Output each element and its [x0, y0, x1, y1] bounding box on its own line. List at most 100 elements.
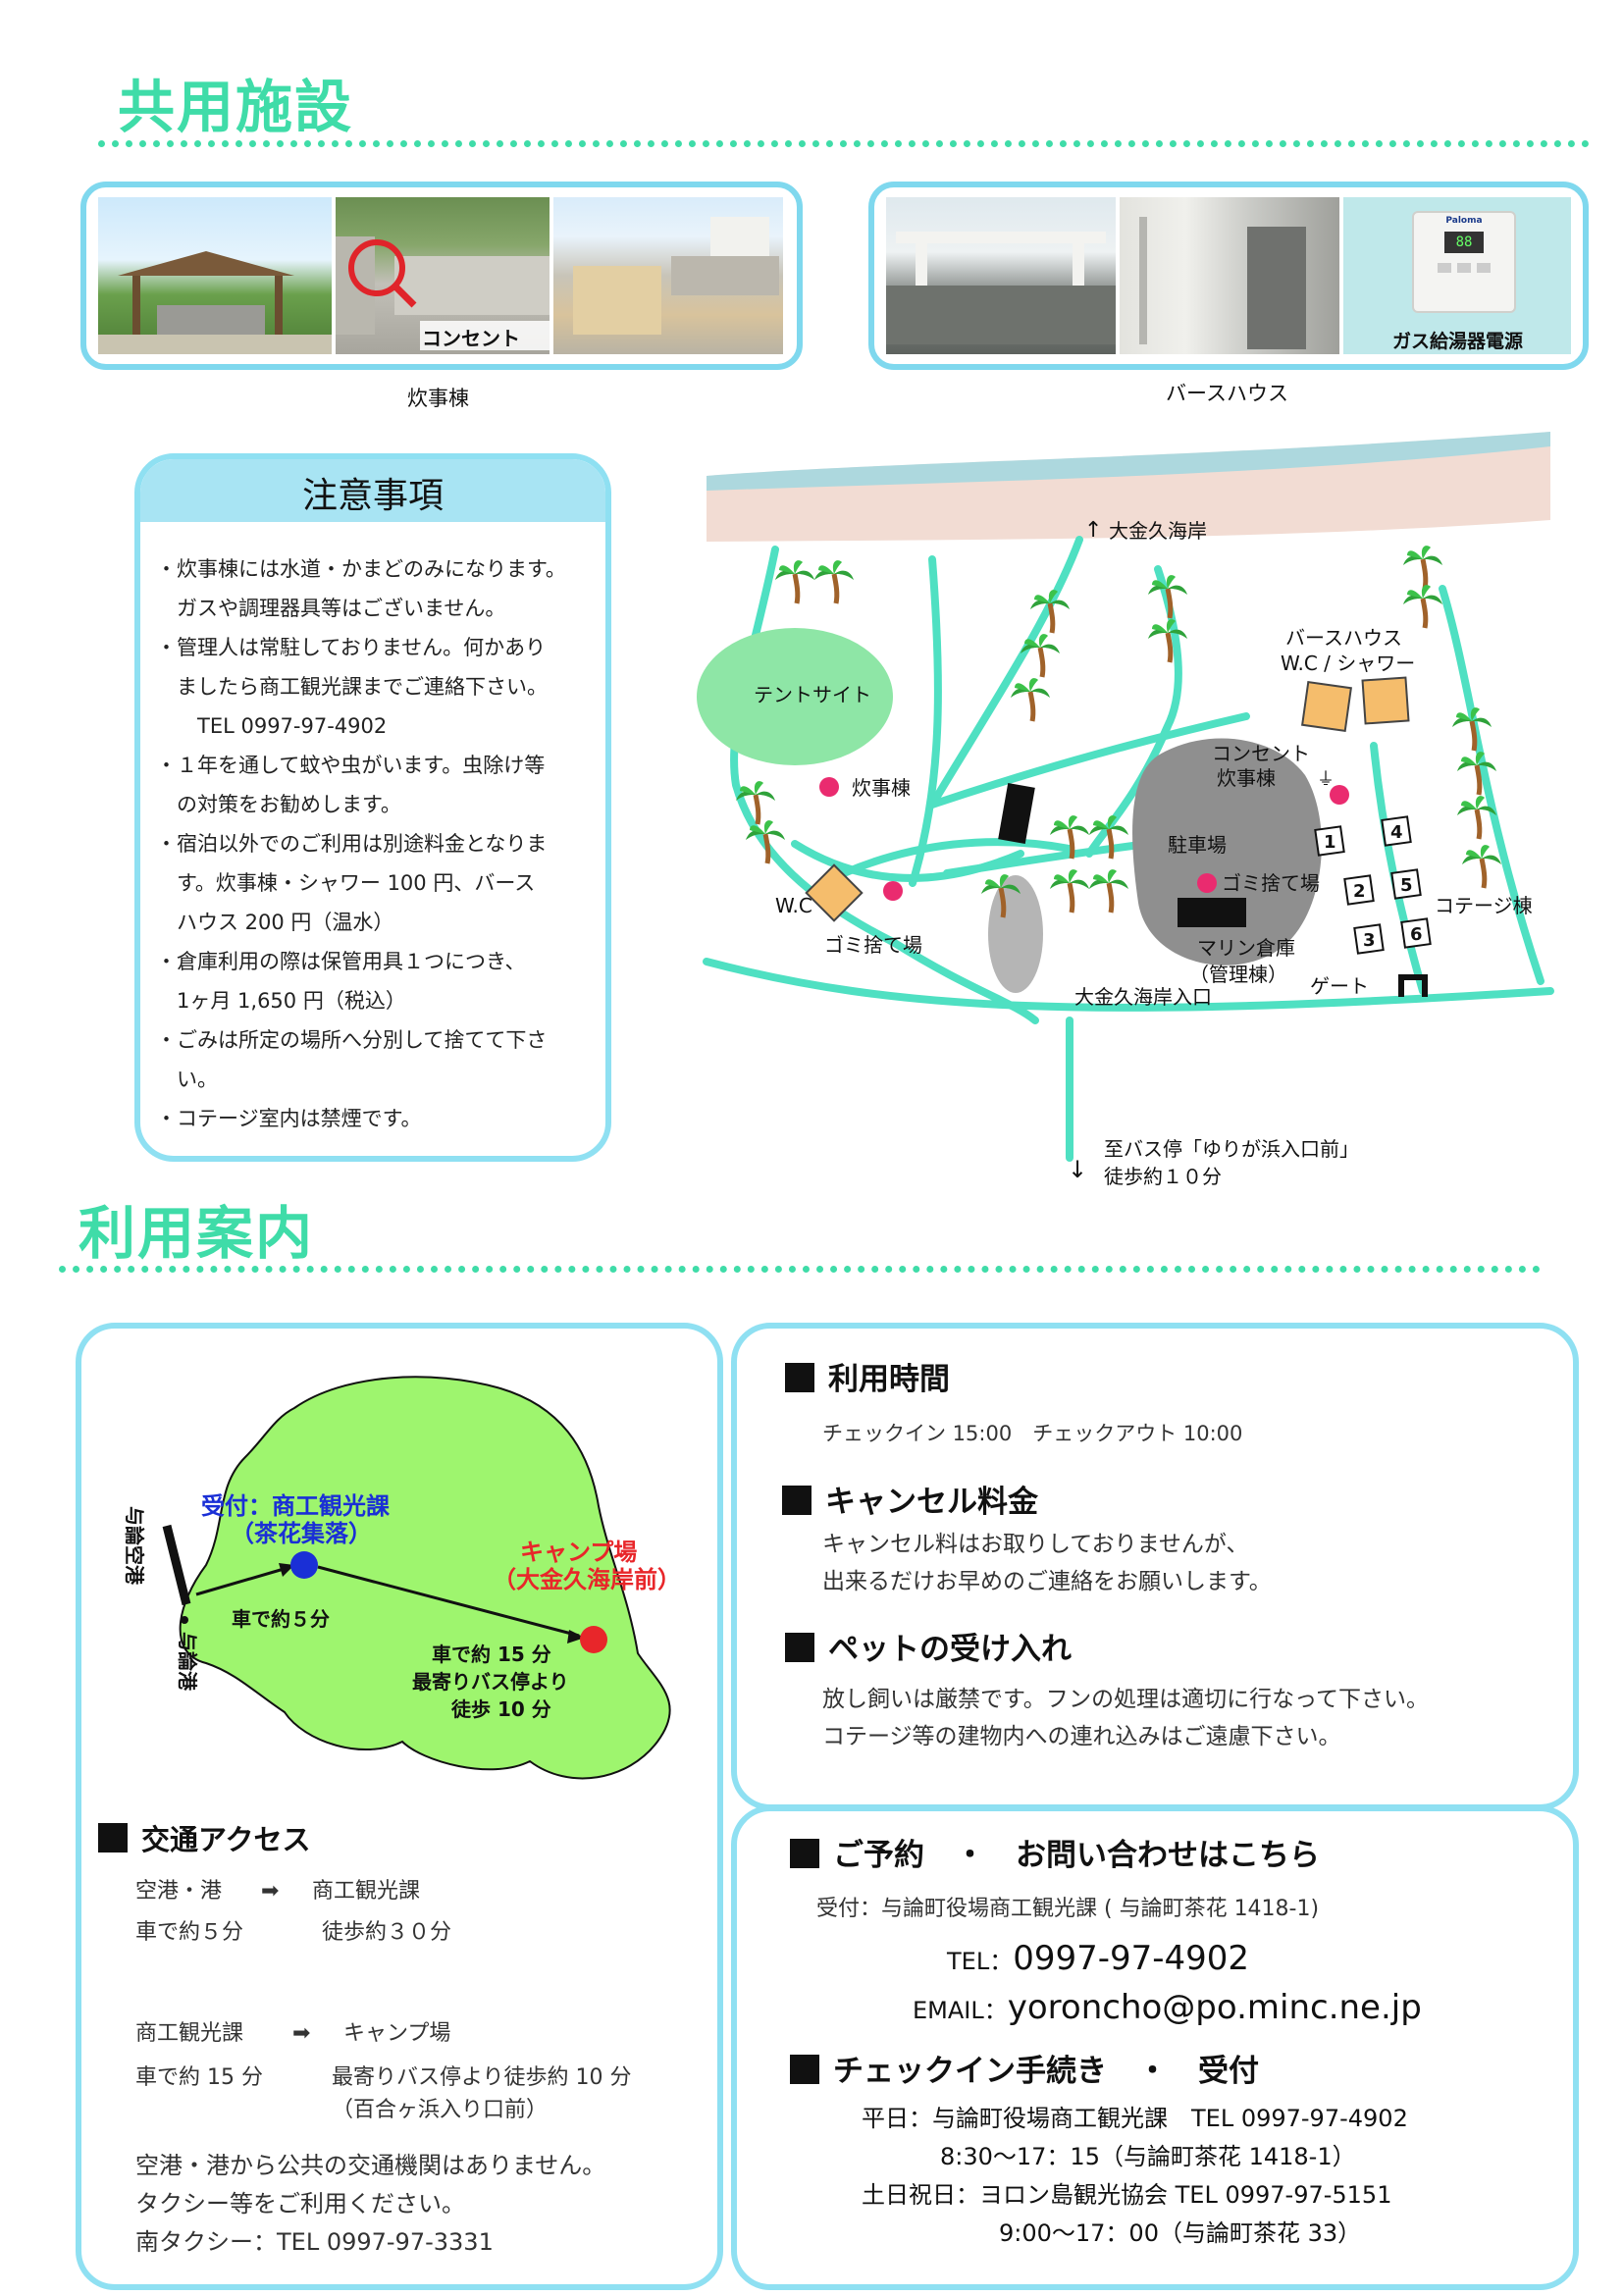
checkin-title: チェックイン手続き ・ 受付 — [790, 2046, 1259, 2090]
note-line: の対策をお勧めします。 — [156, 793, 401, 816]
island-shape — [179, 1376, 671, 1780]
bathhouse-photo-strip: Paloma 88 ガス給湯器電源 — [868, 182, 1589, 370]
bathhouse-label-1: バースハウス — [1285, 626, 1402, 650]
bus-arrow-icon: ↓ — [1068, 1156, 1087, 1183]
palm-tree-icon — [1021, 634, 1060, 678]
bathhouse-caption: バースハウス — [1166, 382, 1288, 405]
note-line: ハウス 200 円（温水） — [156, 911, 394, 934]
palm-tree-icon — [1148, 619, 1187, 663]
cottage-number: 1 — [1324, 832, 1336, 853]
cottage-number: 6 — [1410, 924, 1423, 945]
palm-tree-icon — [1403, 585, 1442, 629]
note-line: ・炊事棟には水道・かまどのみになります。 — [156, 557, 566, 581]
airport-label: 与論空港 — [123, 1506, 146, 1586]
cottage-3 — [1353, 923, 1385, 955]
heater-display: 88 — [1444, 232, 1484, 253]
car15-label-3: 徒歩 10 分 — [450, 1697, 551, 1721]
warehouse-label-1: マリン倉庫 — [1197, 936, 1295, 960]
access-box — [76, 1323, 723, 2290]
bus-label-2: 徒歩約１０分 — [1104, 1165, 1222, 1188]
cancel-title: キャンセル料金 — [782, 1477, 1038, 1521]
palm-tree-icon — [1050, 815, 1089, 860]
wc-label: W.C — [775, 894, 812, 917]
contact-title: ご予約 ・ お問い合わせはこちら — [790, 1830, 1320, 1874]
cottage-5 — [1390, 868, 1422, 900]
note-line: ・倉庫利用の際は保管用具１つにつき、 — [156, 950, 526, 973]
reception-label-2: （茶花集落） — [231, 1520, 372, 1547]
access-title: 交通アクセス — [98, 1817, 311, 1858]
gate-label: ゲート — [1310, 974, 1369, 998]
palm-tree-icon — [1403, 546, 1442, 590]
parking-label: 駐車場 — [1168, 833, 1227, 857]
palm-tree-icon — [1462, 845, 1501, 889]
camp-label-1: キャンプ場 — [520, 1539, 637, 1566]
usage-heading: 利用案内 — [79, 1200, 315, 1267]
bathhouse-shower — [1361, 676, 1410, 725]
notes-title: 注意事項 — [301, 476, 444, 516]
palm-tree-icon — [814, 560, 854, 604]
trash-left-marker — [883, 881, 903, 901]
facilities-heading: 共用施設 — [118, 74, 354, 140]
bus-label-1: 至バス停「ゆりが浜入口前」 — [1104, 1137, 1359, 1161]
pets-bullet-icon — [785, 1633, 814, 1662]
palm-tree-icon — [1452, 707, 1492, 752]
kitchen-caption: 炊事棟 — [407, 387, 469, 410]
hours-bullet-icon — [785, 1363, 814, 1392]
bathhouse-exterior-photo — [886, 197, 1116, 354]
bathhouse-label-2: W.C / シャワー — [1281, 652, 1415, 675]
arrow-right-icon: ➡ — [292, 2021, 311, 2046]
wc-building — [805, 863, 864, 922]
outlet-label-1: コンセント — [1212, 742, 1310, 765]
palm-tree-icon — [1148, 575, 1187, 619]
gray-lot — [988, 875, 1043, 993]
plug-icon: ⏚ — [1317, 769, 1335, 790]
cottage-number: 4 — [1390, 822, 1403, 843]
port-marker — [181, 1616, 188, 1624]
checkin-bullet-icon — [790, 2055, 819, 2084]
palm-tree-icon — [1457, 796, 1496, 840]
palm-tree-icon — [1089, 815, 1128, 860]
palm-tree-icon — [1011, 678, 1050, 722]
heater-brand-label: Paloma — [1445, 216, 1483, 226]
cottage-label: コテージ棟 — [1435, 894, 1533, 917]
access-bullet-icon — [98, 1823, 128, 1852]
access-route1: 空港・港➡商工観光課 車で約５分徒歩約３０分 — [135, 1871, 685, 1954]
outlet-label-2: 炊事棟 — [1217, 766, 1276, 790]
palm-tree-icon — [1030, 590, 1070, 634]
divider-bottom — [59, 1266, 1541, 1273]
camp-label-2: （大金久海岸前） — [493, 1566, 681, 1593]
heater-buttons — [1414, 263, 1514, 273]
palm-tree-icon — [775, 560, 814, 604]
contact-email-link[interactable]: yoroncho@po.minc.ne.jp — [1007, 1988, 1422, 2027]
site-map: 大金久海岸 ↑ テントサイト 炊事棟 W.C ゴミ捨て場 駐車場 ゴミ捨て場 マ… — [697, 432, 1554, 1188]
palm-tree-icon — [1089, 869, 1128, 913]
kitchen-marker — [819, 777, 839, 797]
note-line: TEL 0997-97-4902 — [156, 714, 388, 738]
warehouse-label-2: （管理棟） — [1189, 963, 1287, 986]
palm-tree-icon — [981, 874, 1021, 918]
contact-tel: TEL：0997-97-4902 — [947, 1939, 1250, 1978]
cottage-2 — [1343, 874, 1375, 906]
heater-power-label: ガス給湯器電源 — [1392, 331, 1524, 352]
cottage-4 — [1381, 815, 1412, 847]
hours-text: チェックイン 15:00 チェックアウト 10:00 — [822, 1422, 1243, 1445]
kitchen-label: 炊事棟 — [852, 776, 911, 800]
entrance-label: 大金久海岸入口 — [1074, 985, 1212, 1009]
cottage-number: 2 — [1353, 881, 1366, 902]
kitchen-hearth-photo — [553, 197, 783, 354]
access-route2: 商工観光課➡キャンプ場 車で約 15 分最寄りバス停より徒歩約 10 分 （百合… — [135, 2013, 705, 2125]
cottage-6 — [1400, 917, 1432, 949]
kitchen-sink-photo: コンセント — [336, 197, 550, 354]
contact-tel-number[interactable]: 0997-97-4902 — [1013, 1939, 1250, 1978]
island-map: 与論空港 与論港 受付：商工観光課 （茶花集落） キャンプ場 （大金久海岸前） … — [123, 1376, 681, 1780]
contact-bullet-icon — [790, 1839, 819, 1868]
contact-reception: 受付：与論町役場商工観光課 ( 与論町茶花 1418-1) — [816, 1897, 1320, 1921]
palm-tree-icon — [736, 781, 775, 825]
notes-box: 注意事項 ・炊事棟には水道・かまどのみになります。 ガスや調理器具等はございませ… — [134, 453, 611, 1162]
palm-tree-icon — [746, 820, 785, 864]
beach-arrow-icon: ↑ — [1084, 518, 1102, 543]
bathhouse-wc — [1301, 681, 1352, 732]
access-notes: 空港・港から公共の交通機関はありません。 タクシー等をご利用ください。 南タクシ… — [135, 2152, 606, 2256]
bathhouse-shower-photo — [1120, 197, 1339, 354]
